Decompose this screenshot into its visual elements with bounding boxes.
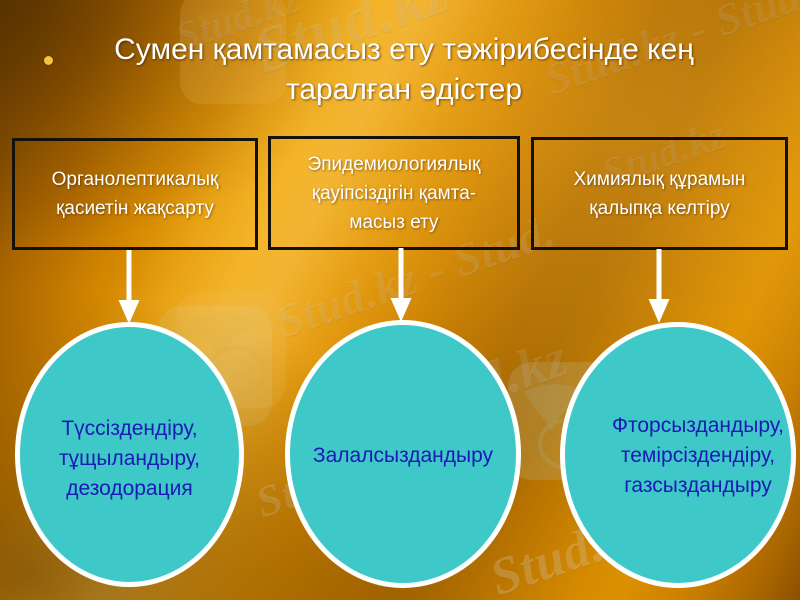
down-arrow-icon (390, 248, 412, 322)
method-ellipse-label: Залалсыздандыру (312, 444, 494, 467)
page-title: Сумен қамтамасыз ету тәжірибесінде кең т… (114, 33, 694, 106)
slide-title-block: Сумен қамтамасыз ету тәжірибесінде кең т… (28, 30, 780, 110)
down-arrow-icon (648, 249, 670, 323)
down-arrow-icon (118, 250, 140, 324)
method-ellipse-defluoridation[interactable]: Фторсыздандыру,темірсіздендіру,газсыздан… (560, 322, 796, 588)
method-ellipse-decolorization[interactable]: Түссіздендіру,тұщыландыру,дезодорация (15, 322, 244, 587)
title-bullet-icon (44, 56, 53, 65)
method-ellipse-label: Түссіздендіру,тұщыландыру,дезодорация (58, 416, 201, 500)
method-ellipse-disinfection[interactable]: Залалсыздандыру (285, 320, 521, 588)
method-ellipse-label: Фторсыздандыру,темірсіздендіру,газсыздан… (611, 414, 785, 497)
